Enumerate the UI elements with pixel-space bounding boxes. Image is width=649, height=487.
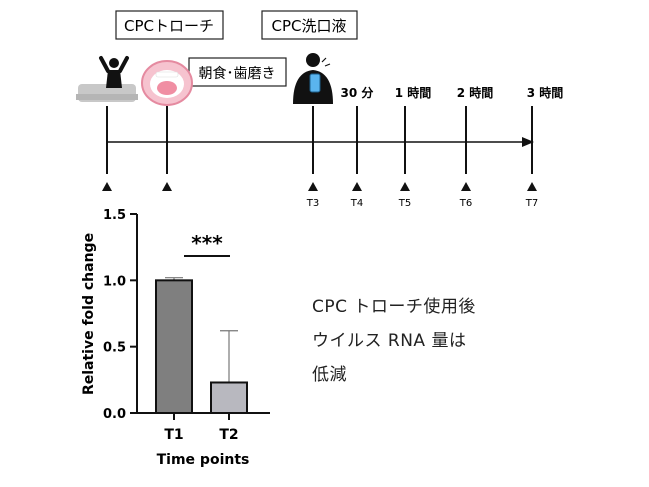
x-category-labels: T1 T2 bbox=[164, 413, 239, 443]
time-label-3h: 3 時間 bbox=[527, 85, 564, 100]
mouthwash-person-icon bbox=[293, 53, 333, 104]
annotation: CPC トローチ使用後 ウイルス RNA 量は 低減 bbox=[312, 290, 476, 392]
marker-t3 bbox=[308, 182, 318, 191]
timeline-arrowhead bbox=[522, 137, 534, 147]
point-label-t6: T6 bbox=[459, 198, 472, 209]
point-label-t5: T5 bbox=[398, 198, 411, 209]
point-label-t4: T4 bbox=[350, 198, 363, 209]
y-tick-label: 1.0 bbox=[103, 274, 126, 289]
breakfast-label: 朝食･歯磨き bbox=[199, 65, 276, 82]
significance-marker: *** bbox=[191, 231, 223, 255]
bar-t2 bbox=[210, 381, 248, 414]
lozenge-box bbox=[115, 10, 224, 40]
marker-t7 bbox=[527, 182, 537, 191]
marker-t1 bbox=[102, 182, 112, 191]
lozenge-label: CPCトローチ bbox=[124, 17, 214, 35]
time-label-2h: 2 時間 bbox=[457, 85, 494, 100]
open-mouth-icon bbox=[141, 60, 193, 106]
y-tick-label: 1.5 bbox=[103, 208, 126, 223]
marker-t4 bbox=[352, 182, 362, 191]
x-tick-label-t1: T1 bbox=[164, 427, 183, 443]
point-label-t7: T7 bbox=[525, 198, 538, 209]
x-tick-label-t2: T2 bbox=[219, 427, 238, 443]
x-axis-label: Time points bbox=[157, 452, 250, 468]
bars bbox=[155, 277, 248, 415]
bar-chart: 0.0 0.5 1.0 1.5 Relative fold change T1 T2 T… bbox=[81, 208, 270, 468]
timeline: CPCトローチ CPC洗口液 朝食･歯磨き 30 分 bbox=[76, 10, 564, 209]
annotation-line-2: ウイルス RNA 量は bbox=[312, 331, 467, 351]
mouthwash-label: CPC洗口液 bbox=[272, 17, 347, 35]
breakfast-box bbox=[188, 57, 287, 87]
y-axis-label: Relative fold change bbox=[81, 233, 97, 395]
time-label-1h: 1 時間 bbox=[395, 85, 432, 100]
y-tick-label: 0.0 bbox=[103, 407, 126, 422]
y-tick-label: 0.5 bbox=[103, 341, 126, 356]
wake-up-icon bbox=[76, 56, 138, 102]
marker-t6 bbox=[461, 182, 471, 191]
bar-t1 bbox=[155, 279, 193, 415]
marker-t5 bbox=[400, 182, 410, 191]
y-ticks: 0.0 0.5 1.0 1.5 bbox=[103, 208, 137, 422]
annotation-line-3: 低減 bbox=[312, 365, 347, 385]
point-label-t3: T3 bbox=[306, 198, 319, 209]
time-label-30min: 30 分 bbox=[341, 85, 374, 100]
mouthwash-box bbox=[261, 10, 358, 40]
annotation-line-1: CPC トローチ使用後 bbox=[312, 297, 476, 317]
marker-t2 bbox=[162, 182, 172, 191]
